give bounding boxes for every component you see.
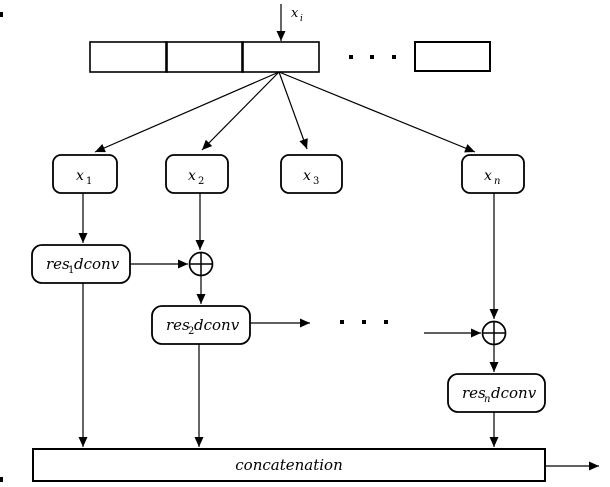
conv-label-res2-base: res	[166, 316, 190, 334]
split-label-xn-sub: n	[494, 176, 500, 187]
add-node-1	[188, 251, 214, 277]
conv-label-resn-sub: n	[484, 394, 490, 405]
split-arrow-n	[278, 71, 476, 153]
conv-label-res1-base: res	[46, 255, 70, 273]
conv-label-res2-rest: dconv	[194, 316, 240, 334]
split-label-x3-base: x	[303, 168, 311, 184]
conv-label-res1-sub: 1	[68, 265, 74, 276]
split-arrow-1	[94, 71, 280, 153]
conv-box-res1: res 1 dconv	[31, 244, 131, 284]
split-label-x1-sub: 1	[86, 176, 92, 187]
split-label-x2-base: x	[188, 168, 196, 184]
input-label-sub: i	[300, 14, 303, 24]
split-arrow-3	[278, 71, 308, 150]
concatenation-bar: concatenation	[32, 448, 546, 482]
bar-segment-n	[414, 41, 491, 72]
concatenation-label: concatenation	[235, 456, 342, 474]
conv-label-res1-rest: dconv	[74, 255, 120, 273]
conv-box-resn: res n dconv	[447, 373, 546, 413]
add-node-2	[481, 320, 507, 346]
split-arrows	[94, 71, 476, 153]
feature-bar	[89, 41, 491, 73]
bar-ellipsis-dots	[349, 55, 396, 59]
split-box-x1: x 1	[52, 154, 118, 194]
split-label-x2-sub: 2	[198, 176, 204, 187]
bar-segment-1	[89, 41, 168, 73]
split-box-x3: x 3	[280, 154, 343, 194]
input-arrow-group: x i	[276, 4, 303, 41]
split-label-x3-sub: 3	[313, 176, 319, 187]
split-label-x1-base: x	[76, 168, 84, 184]
conv-label-resn-base: res	[462, 384, 486, 402]
conv-box-res2: res 2 dconv	[151, 305, 251, 345]
conv-label-res2-sub: 2	[188, 326, 194, 337]
split-box-x2: x 2	[165, 154, 229, 194]
conv-label-resn-rest: dconv	[491, 384, 537, 402]
edge-artifact-bottom-left	[0, 477, 3, 482]
input-label-base: x	[291, 6, 299, 21]
split-label-xn-base: x	[484, 168, 492, 184]
mid-ellipsis-dots	[340, 320, 388, 324]
bar-segment-3	[241, 41, 320, 73]
split-box-xn: x n	[461, 154, 525, 194]
edge-artifact-top-left	[0, 12, 3, 17]
bar-segment-2	[165, 41, 244, 73]
split-arrow-2	[201, 71, 280, 151]
